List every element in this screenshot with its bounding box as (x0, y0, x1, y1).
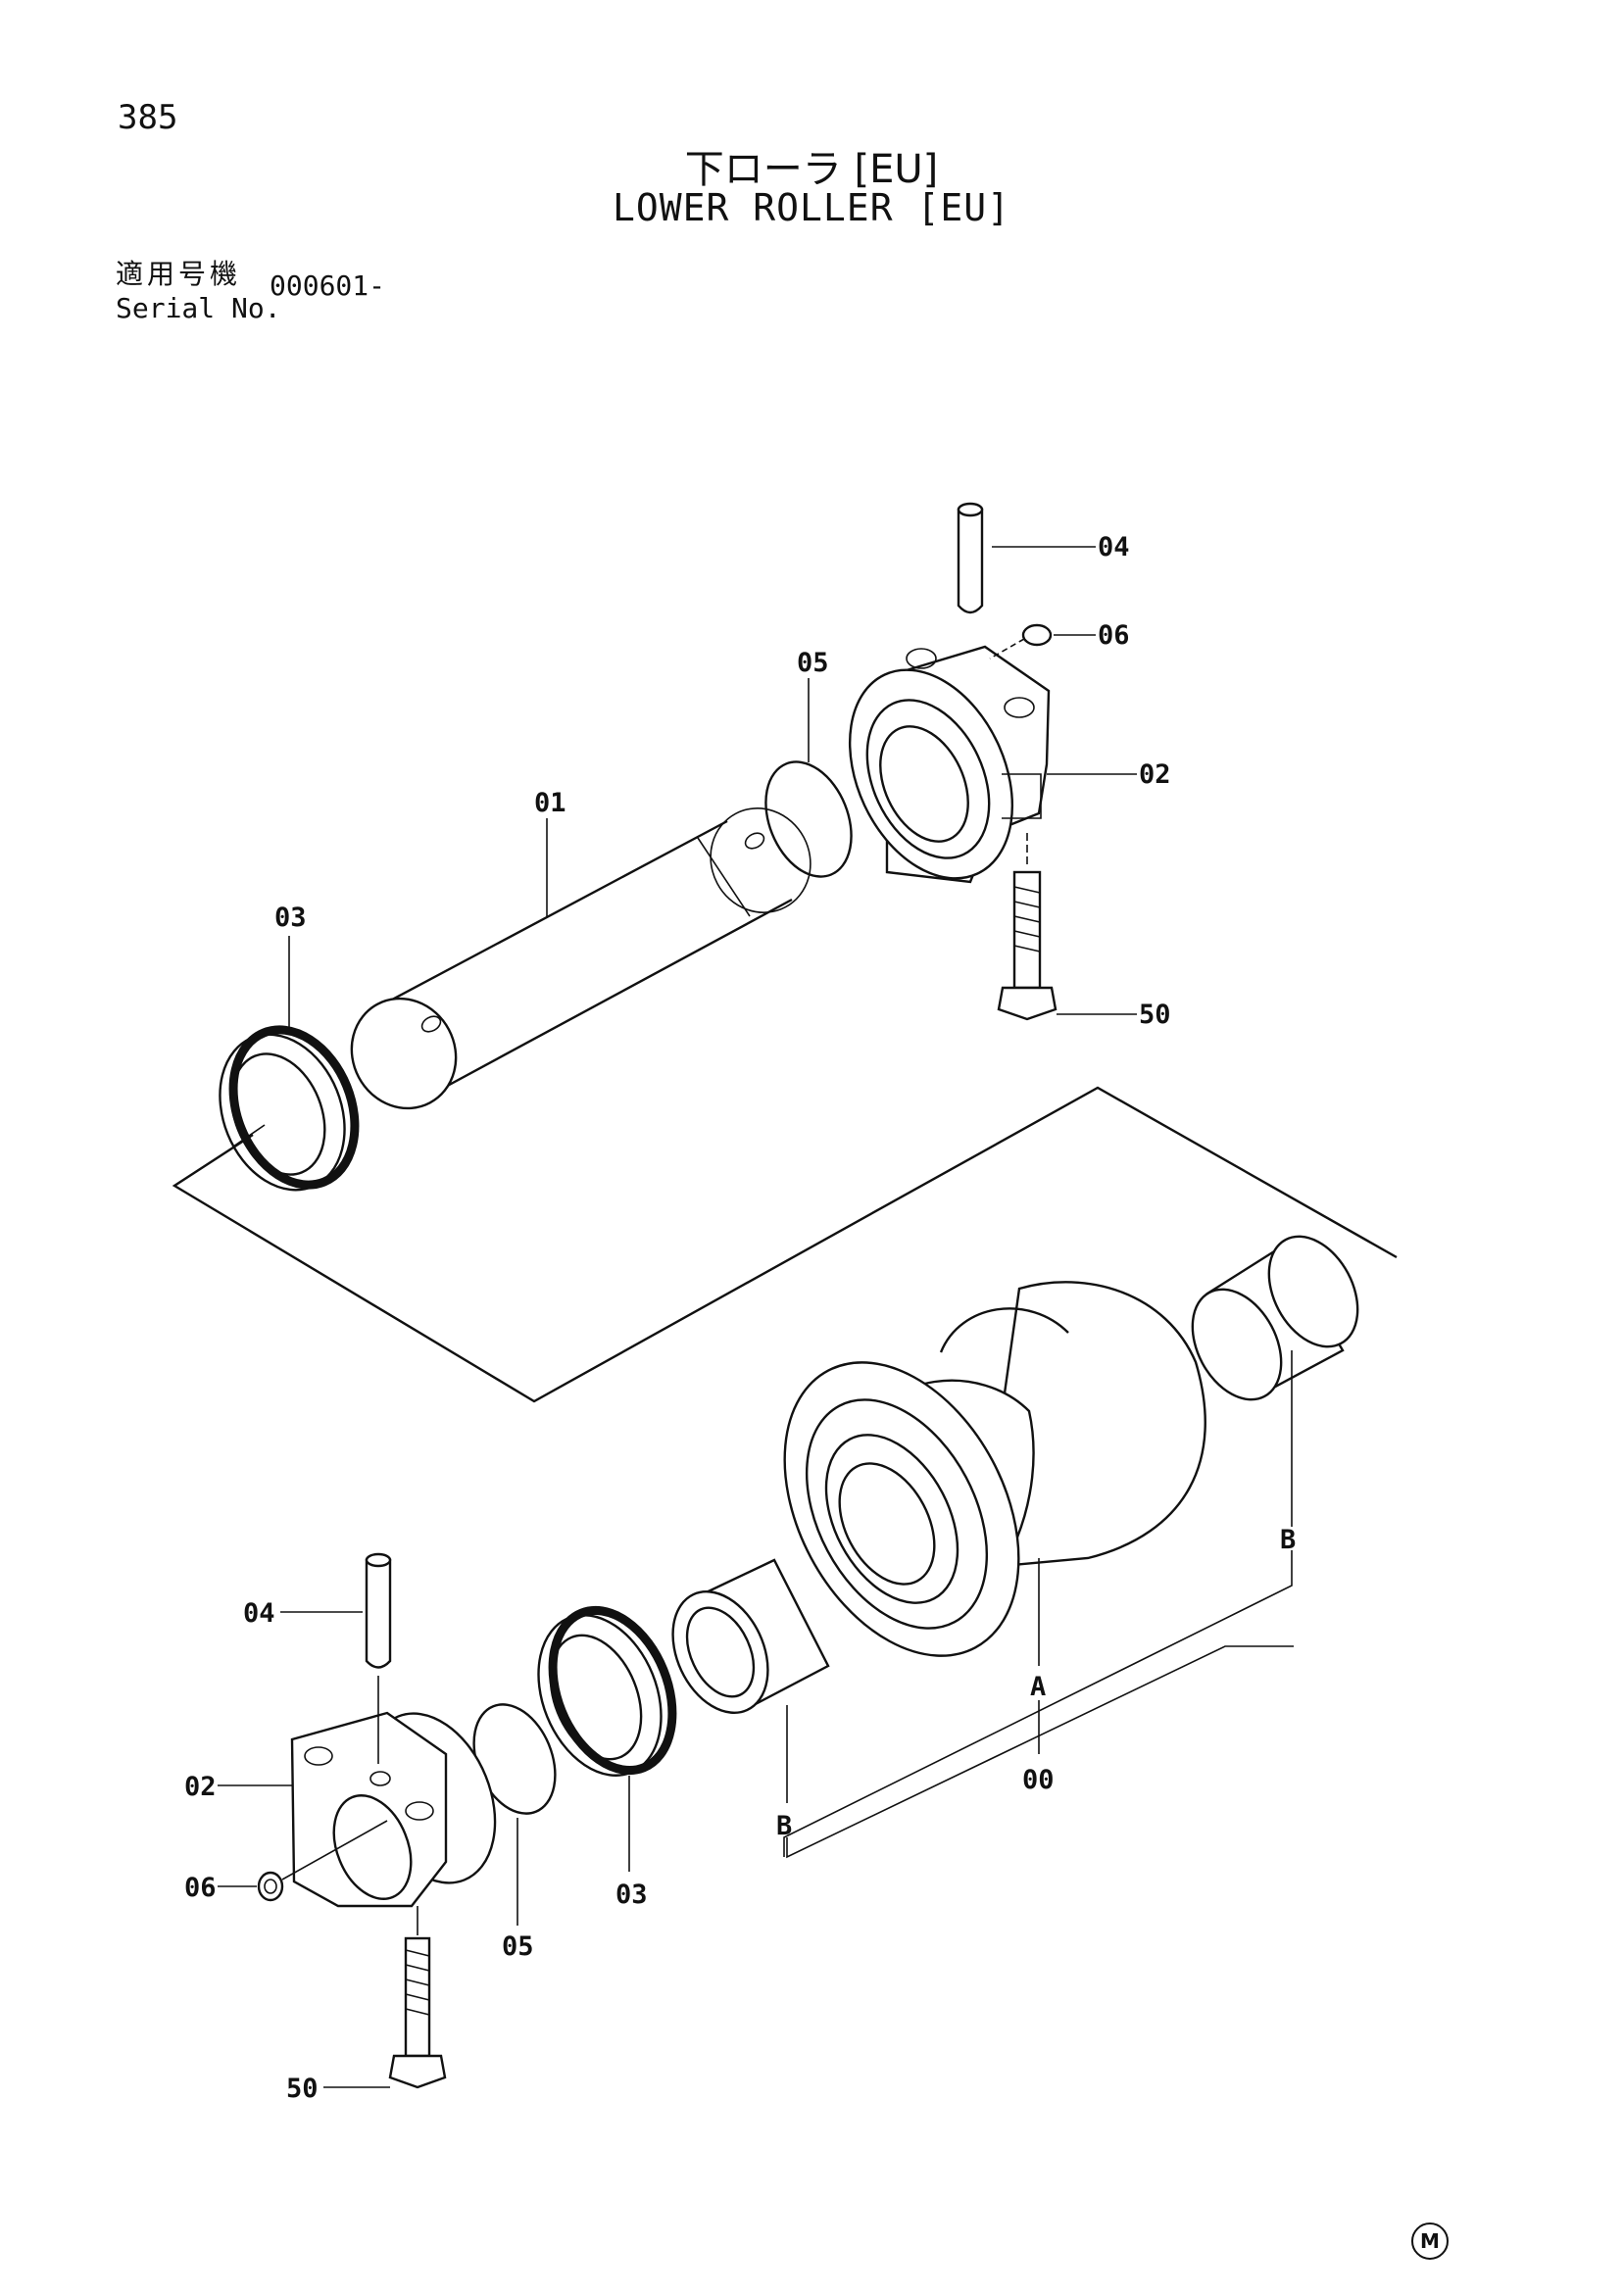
part-50-bolt-bottom (388, 1906, 447, 2089)
part-50-bolt-top (997, 833, 1057, 1021)
part-bushing-b-left (671, 1558, 830, 1714)
part-00-roller (783, 1281, 1206, 1657)
part-01-shaft (350, 807, 812, 1110)
callout-a: A (1030, 1672, 1046, 1702)
assembly-frame (172, 1086, 1398, 1403)
callout-03-bottom: 03 (615, 1880, 648, 1910)
callout-03-top: 03 (274, 903, 307, 933)
callout-05-bottom: 05 (502, 1931, 534, 1962)
callout-b-right: B (1280, 1525, 1296, 1555)
callout-04-bottom: 04 (243, 1598, 275, 1629)
part-03-seal-top (219, 1025, 360, 1192)
page-number: 385 (118, 98, 178, 137)
part-04-pin-bottom (365, 1552, 392, 1764)
part-04-pin-top (957, 502, 984, 614)
callout-50-top: 50 (1139, 1000, 1171, 1030)
part-02-collar-top (848, 645, 1051, 884)
callout-05-top: 05 (797, 648, 829, 678)
part-bushing-b-right (1191, 1235, 1359, 1401)
callout-06-top: 06 (1098, 620, 1130, 651)
callout-50-bottom: 50 (286, 2074, 319, 2104)
part-06-plug-bottom (257, 1820, 388, 1902)
serial-number-value: 000601- (270, 269, 386, 302)
callout-01: 01 (534, 788, 566, 818)
part-06-plug-top (989, 623, 1053, 659)
callout-04-top: 04 (1098, 532, 1130, 562)
part-03-seal-bottom (537, 1605, 677, 1777)
callout-02-bottom: 02 (184, 1772, 217, 1802)
circled-m-mark: M (1411, 2223, 1449, 2260)
serial-label-en: Serial No. (116, 292, 281, 324)
serial-label-jp: 適用号機 (116, 258, 242, 290)
callout-00: 00 (1022, 1765, 1055, 1795)
callout-06-bottom: 06 (184, 1873, 217, 1903)
callout-b-left: B (776, 1811, 792, 1841)
part-05-o-ring-top (764, 760, 853, 878)
callout-02-top: 02 (1139, 759, 1171, 790)
page-title-jp: 下ローラ [EU] (684, 147, 939, 192)
part-02-collar-bottom (290, 1711, 497, 1908)
page-title-en: LOWER ROLLER [EU] (613, 186, 1010, 229)
leader-lines (218, 546, 1294, 2088)
